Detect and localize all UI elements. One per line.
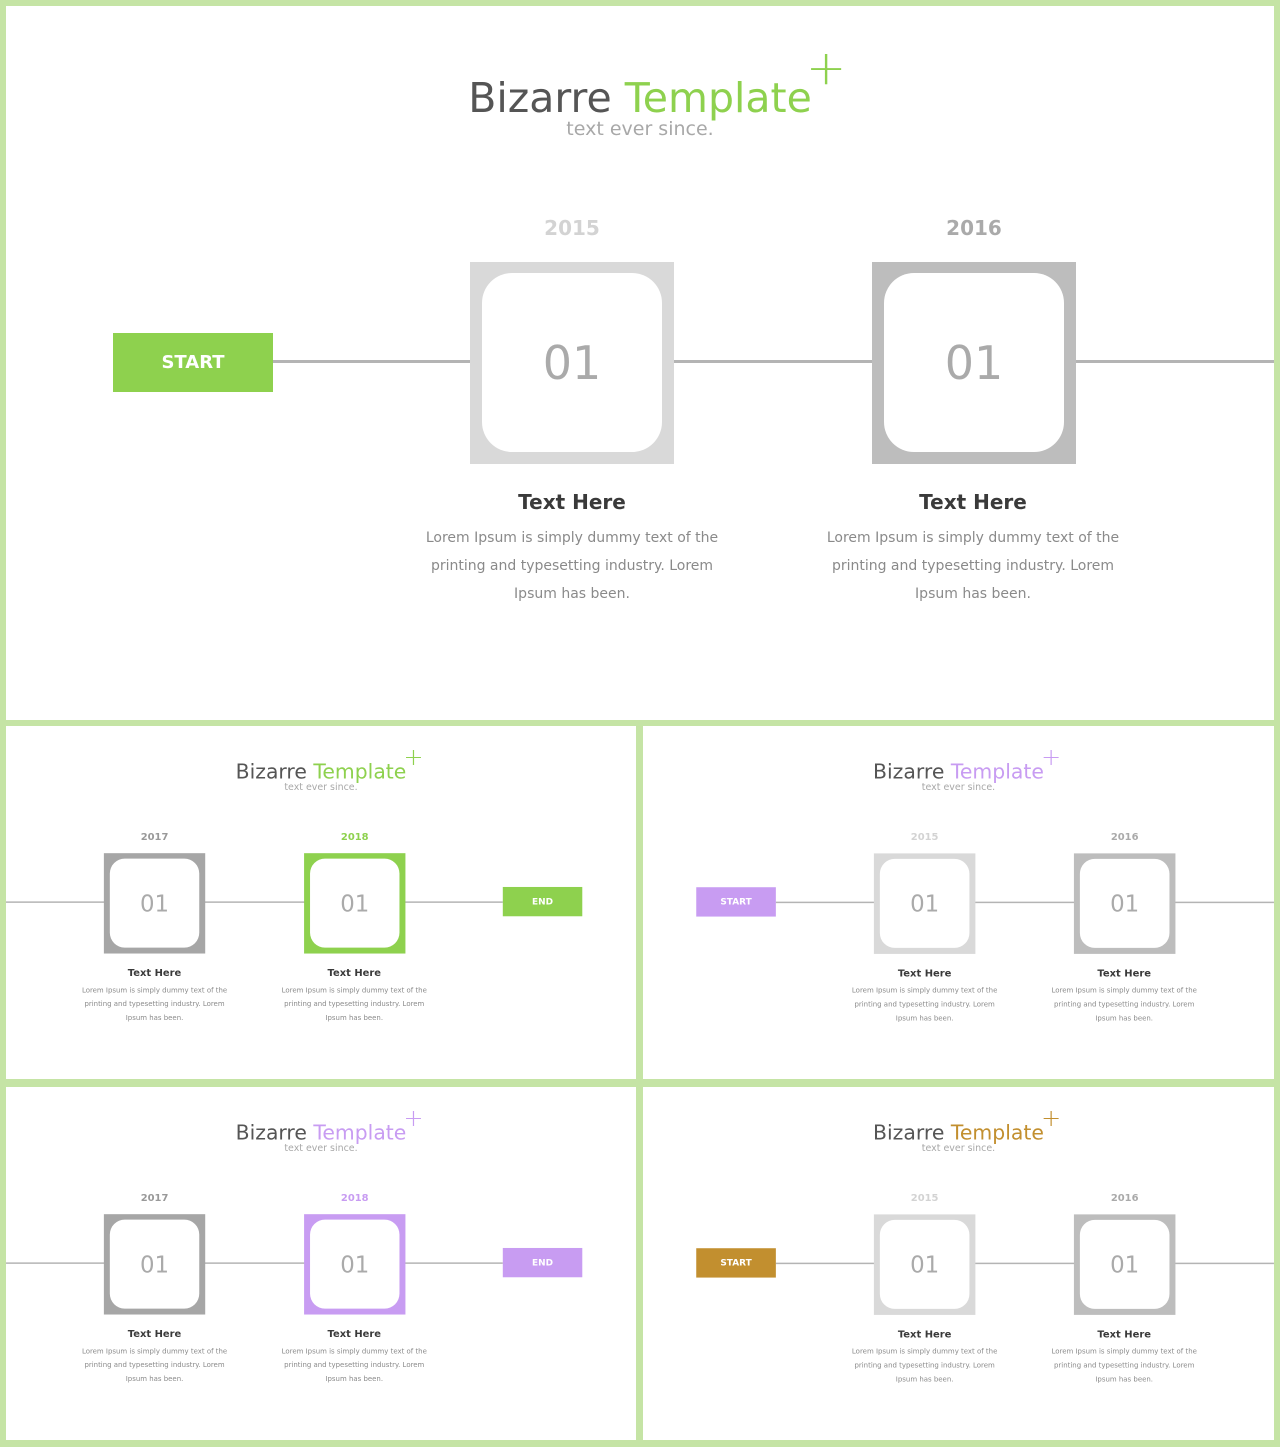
item-heading: Text Here <box>897 1327 952 1340</box>
timeline-line <box>775 1262 1274 1265</box>
title-accent: Template <box>950 759 1044 784</box>
box-number: 01 <box>1079 858 1170 948</box>
title-accent: Template <box>313 1120 407 1145</box>
end-tag: END <box>502 886 583 917</box>
item-heading: Text Here <box>127 1327 182 1340</box>
title-accent: Template <box>313 759 407 784</box>
timeline-box: 01 <box>873 1214 976 1315</box>
item-heading: Text Here <box>327 1327 382 1340</box>
title-accent: Template <box>950 1120 1044 1145</box>
slide-subtitle: text ever since. <box>921 781 996 793</box>
timeline-year: 2017 <box>140 1191 169 1204</box>
end-tag: END <box>502 1247 583 1278</box>
slide-subtitle: text ever since. <box>284 1142 358 1154</box>
slide-subtitle: text ever since. <box>566 118 714 140</box>
box-number: 01 <box>879 1219 970 1309</box>
timeline-year: 2015 <box>910 1191 939 1204</box>
start-tag: START <box>113 333 273 392</box>
box-number: 01 <box>884 273 1064 452</box>
start-tag: START <box>696 1248 776 1278</box>
box-number: 01 <box>1079 1219 1170 1309</box>
timeline-year: 2016 <box>946 216 1002 240</box>
item-heading: Text Here <box>518 490 626 514</box>
slide-subtitle: text ever since. <box>921 1142 996 1154</box>
timeline-year: 2017 <box>140 830 169 843</box>
box-number: 01 <box>879 858 970 948</box>
timeline-line <box>6 901 503 903</box>
slide-main: Bizarre Template + text ever since. STAR… <box>6 6 1274 720</box>
timeline-box: 01 <box>103 853 206 954</box>
slide-thumb-purple-end: Bizarre Template + text ever since. 2017… <box>6 1087 636 1440</box>
timeline-line <box>273 360 1274 363</box>
slide-title: Bizarre Template <box>872 759 1044 784</box>
start-tag: START <box>696 887 776 917</box>
slide-title: Bizarre Template <box>235 1120 407 1145</box>
box-number: 01 <box>482 273 662 452</box>
timeline-line <box>775 901 1274 904</box>
timeline-box: 01 <box>872 262 1076 464</box>
item-description: Lorem Ipsum is simply dummy text of the … <box>425 530 719 602</box>
item-description: Lorem Ipsum is simply dummy text of the … <box>1051 986 1197 1023</box>
plus-icon: + <box>403 1103 424 1132</box>
item-description: Lorem Ipsum is simply dummy text of the … <box>826 530 1120 602</box>
timeline-year: 2016 <box>1110 1191 1139 1204</box>
item-heading: Text Here <box>919 490 1027 514</box>
item-description: Lorem Ipsum is simply dummy text of the … <box>281 1347 427 1384</box>
timeline-box: 01 <box>873 853 976 954</box>
item-heading: Text Here <box>127 966 182 979</box>
plus-icon: + <box>806 40 847 96</box>
timeline-year: 2015 <box>910 830 939 843</box>
timeline-year: 2015 <box>544 216 600 240</box>
item-heading: Text Here <box>1097 966 1151 979</box>
timeline-year: 2018 <box>340 1191 369 1204</box>
timeline-box: 01 <box>1073 853 1176 954</box>
timeline-year: 2016 <box>1110 830 1139 843</box>
slide-title: Bizarre Template <box>235 759 407 784</box>
timeline-box: 01 <box>1073 1214 1176 1315</box>
slide-thumb-gold-start: Bizarre Template + text ever since. STAR… <box>643 1087 1274 1440</box>
timeline-box: 01 <box>304 1214 406 1315</box>
item-description: Lorem Ipsum is simply dummy text of the … <box>81 986 228 1023</box>
item-description: Lorem Ipsum is simply dummy text of the … <box>281 986 427 1023</box>
timeline-box: 01 <box>103 1214 206 1315</box>
timeline-line <box>6 1262 503 1264</box>
slide-title: Bizarre Template <box>468 74 812 122</box>
box-number: 01 <box>310 858 400 948</box>
timeline-year: 2018 <box>340 830 369 843</box>
plus-icon: + <box>1041 742 1062 771</box>
slide-thumb-purple-start: Bizarre Template + text ever since. STAR… <box>643 726 1274 1079</box>
plus-icon: + <box>403 742 424 771</box>
timeline-box: 01 <box>304 853 406 954</box>
box-number: 01 <box>109 1219 200 1309</box>
item-description: Lorem Ipsum is simply dummy text of the … <box>81 1347 228 1384</box>
box-number: 01 <box>310 1219 400 1309</box>
item-heading: Text Here <box>897 966 952 979</box>
timeline-box: 01 <box>470 262 674 464</box>
slide-title: Bizarre Template <box>872 1120 1044 1145</box>
slide-thumb-green-end: Bizarre Template + text ever since. 2017… <box>6 726 636 1079</box>
item-description: Lorem Ipsum is simply dummy text of the … <box>1051 1347 1197 1384</box>
box-number: 01 <box>109 858 200 948</box>
item-heading: Text Here <box>1097 1327 1151 1340</box>
title-accent: Template <box>624 74 812 122</box>
slide-subtitle: text ever since. <box>284 781 358 793</box>
item-heading: Text Here <box>327 966 382 979</box>
item-description: Lorem Ipsum is simply dummy text of the … <box>851 986 998 1023</box>
item-description: Lorem Ipsum is simply dummy text of the … <box>851 1347 998 1384</box>
plus-icon: + <box>1041 1103 1062 1132</box>
